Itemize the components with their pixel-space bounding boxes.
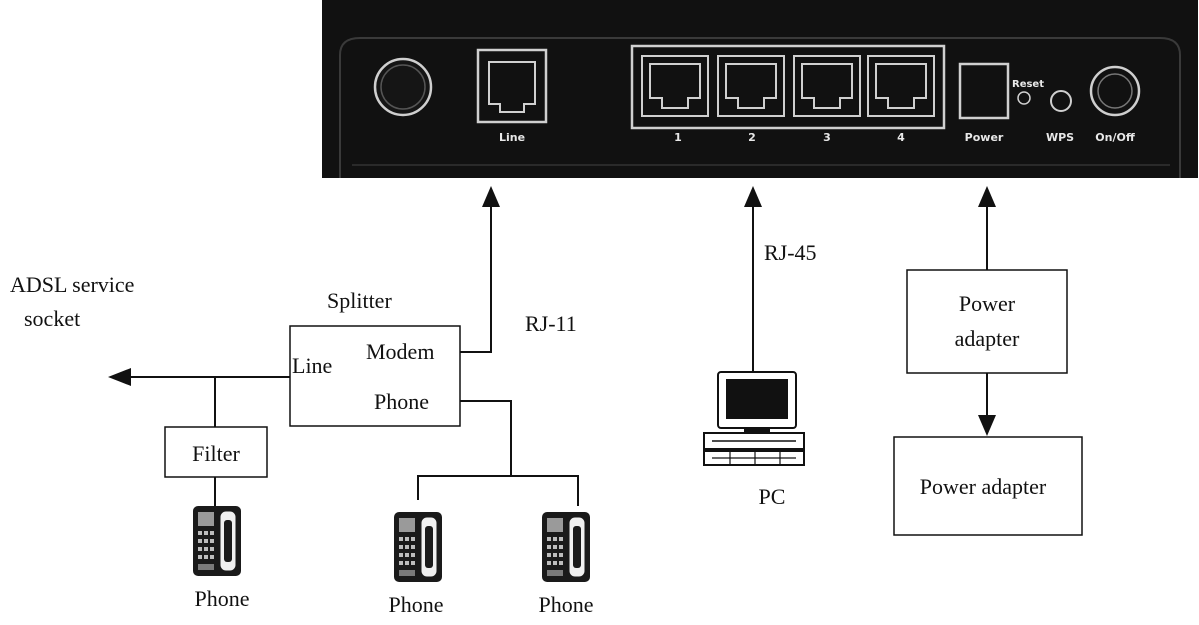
router-bezel bbox=[339, 37, 1181, 178]
splitter-line-port-label: Line bbox=[292, 353, 332, 378]
power-adapter-lower-label: Power adapter bbox=[920, 474, 1047, 499]
arrow-up-line-icon bbox=[482, 186, 500, 207]
arrow-up-lan-icon bbox=[744, 186, 762, 207]
lan-ports-frame bbox=[630, 44, 946, 130]
phone-right-label: Phone bbox=[539, 592, 594, 617]
power-port-label: Power bbox=[965, 131, 1004, 144]
lan-port-4-label: 4 bbox=[897, 131, 905, 144]
reset-button[interactable] bbox=[1017, 91, 1031, 105]
splitter-phone-cable bbox=[460, 400, 512, 476]
rj11-label: RJ-11 bbox=[525, 311, 577, 336]
phone-right-icon bbox=[541, 511, 591, 583]
pc-label: PC bbox=[759, 484, 786, 509]
splitter-box: Line Modem Phone bbox=[289, 325, 461, 427]
router-back-panel: Line 1 2 3 4 Power Reset WPS bbox=[322, 0, 1198, 178]
rj45-label: RJ-45 bbox=[764, 240, 817, 265]
power-port[interactable] bbox=[958, 62, 1010, 120]
line-port-label: Line bbox=[499, 131, 525, 144]
power-adapter-upper-label-1: Power bbox=[959, 291, 1016, 316]
arrow-left-socket-icon bbox=[108, 368, 131, 386]
adsl-socket-label-line2: socket bbox=[24, 306, 80, 331]
phone-middle-icon bbox=[393, 511, 443, 583]
onoff-label: On/Off bbox=[1095, 131, 1135, 144]
lan-port-4[interactable] bbox=[867, 55, 935, 117]
phone-middle-label: Phone bbox=[389, 592, 444, 617]
splitter-modem-port-label: Modem bbox=[366, 339, 434, 364]
arrowheads bbox=[108, 186, 996, 436]
phone-left-label: Phone bbox=[195, 586, 250, 611]
modem-to-router-cable bbox=[460, 200, 492, 353]
filter-label: Filter bbox=[192, 441, 240, 466]
filter-box: Filter bbox=[164, 426, 268, 478]
lan-port-1-label: 1 bbox=[674, 131, 682, 144]
splitter-title: Splitter bbox=[327, 288, 392, 313]
adsl-socket-label-line1: ADSL service bbox=[10, 272, 134, 297]
wps-button[interactable] bbox=[1050, 90, 1072, 112]
line-port[interactable] bbox=[476, 48, 548, 124]
splitter-phone-port-label: Phone bbox=[374, 389, 429, 414]
lan-port-1[interactable] bbox=[641, 55, 709, 117]
connection-lines bbox=[128, 200, 988, 508]
power-switch-icon[interactable] bbox=[1089, 65, 1141, 117]
lan-port-2-label: 2 bbox=[748, 131, 756, 144]
arrow-down-adapter-icon bbox=[978, 415, 996, 436]
phones-branch-cable bbox=[417, 475, 579, 506]
lan-port-3[interactable] bbox=[793, 55, 861, 117]
wps-label: WPS bbox=[1046, 131, 1074, 144]
router-body bbox=[322, 0, 1198, 178]
lan-port-2[interactable] bbox=[717, 55, 785, 117]
power-adapter-box-lower: Power adapter bbox=[893, 436, 1083, 536]
lan-port-3-label: 3 bbox=[823, 131, 831, 144]
phone-left-icon bbox=[192, 505, 242, 577]
pc-icon bbox=[703, 371, 805, 466]
power-adapter-upper-label-2: adapter bbox=[955, 326, 1020, 351]
antenna-connector-icon bbox=[373, 57, 433, 117]
arrow-up-power-icon bbox=[978, 186, 996, 207]
power-adapter-box-upper: Power adapter bbox=[906, 269, 1068, 374]
reset-label: Reset bbox=[1012, 79, 1044, 90]
